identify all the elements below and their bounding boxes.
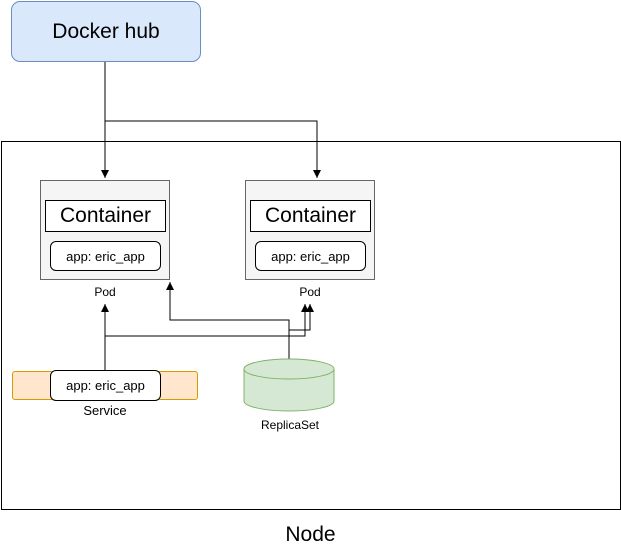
container-1-label: Container <box>59 204 152 227</box>
service-app-label[interactable]: app: eric_app <box>50 370 161 401</box>
replicaset-cylinder-top <box>243 358 335 380</box>
docker-hub-node[interactable]: Docker hub <box>11 1 201 62</box>
node-label: Node <box>285 523 336 546</box>
replicaset-to-pod-1-connector <box>166 282 290 330</box>
replicaset-caption: ReplicaSet <box>260 418 320 432</box>
dockerhub-to-container-2-connector <box>105 120 321 178</box>
container-2[interactable]: Container <box>250 200 371 232</box>
pod-2-app-label[interactable]: app: eric_app <box>255 241 366 271</box>
pod-2-caption: Pod <box>299 285 321 299</box>
replicaset-to-pod-2-connector <box>288 304 314 360</box>
service-to-pod-2-connector <box>105 304 309 337</box>
pod-1-app-label[interactable]: app: eric_app <box>50 241 161 271</box>
container-1[interactable]: Container <box>45 200 166 232</box>
replicaset-cylinder[interactable] <box>243 358 335 412</box>
service-caption: Service <box>83 403 127 418</box>
docker-hub-label: Docker hub <box>52 19 160 43</box>
service-app-label-text: app: eric_app <box>66 378 145 393</box>
pod-2-app-label-text: app: eric_app <box>271 248 350 264</box>
replicaset-cylinder-body <box>243 369 335 412</box>
pod-1-caption: Pod <box>94 285 116 299</box>
container-2-label: Container <box>264 204 357 227</box>
pod-1-app-label-text: app: eric_app <box>66 248 145 264</box>
